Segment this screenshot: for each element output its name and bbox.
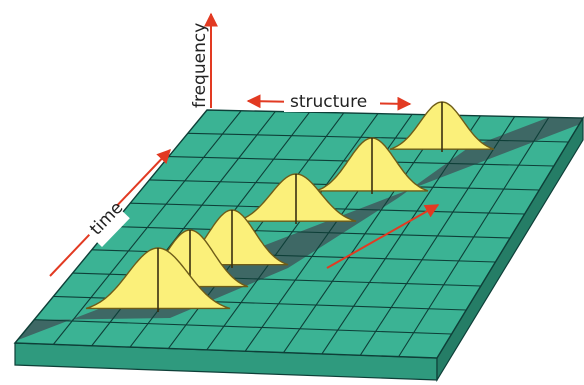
structure-label: structure — [290, 92, 367, 112]
frequency-label: frequency — [190, 23, 210, 108]
